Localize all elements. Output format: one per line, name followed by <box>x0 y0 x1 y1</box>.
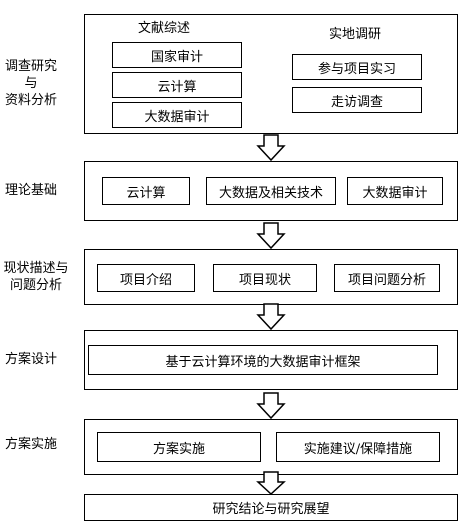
status-item-project-status: 项目现状 <box>213 264 317 292</box>
implementation-item-plan: 方案实施 <box>97 432 261 462</box>
label-line: 方案设计 <box>4 351 57 367</box>
stage-label-research: 调查研究 与 资料分析 <box>0 56 62 110</box>
label-line: 调查研究 <box>4 58 57 74</box>
literature-item-national-audit: 国家审计 <box>112 42 242 68</box>
label-line: 资料分析 <box>4 92 57 108</box>
literature-item-big-data-audit: 大数据审计 <box>112 102 242 128</box>
flow-arrow <box>256 222 286 250</box>
label-line: 方案实施 <box>4 436 57 452</box>
design-item-framework: 基于云计算环境的大数据审计框架 <box>88 345 438 375</box>
stage-label-status: 现状描述与 问题分析 <box>0 259 72 295</box>
label-line: 现状描述与 <box>3 261 69 276</box>
label-line: 问题分析 <box>9 278 62 293</box>
stage-label-theory: 理论基础 <box>0 180 62 200</box>
field-item-visit-survey: 走访调查 <box>292 87 422 113</box>
flow-arrow <box>256 303 286 331</box>
field-research-title: 实地调研 <box>329 27 382 42</box>
theory-item-cloud-computing: 云计算 <box>102 177 190 205</box>
flow-arrow <box>256 392 286 420</box>
conclusion-box: 研究结论与研究展望 <box>84 494 458 521</box>
stage-label-design: 方案设计 <box>0 349 62 369</box>
implementation-item-suggestions: 实施建议/保障措施 <box>276 432 440 462</box>
theory-item-big-data-audit: 大数据审计 <box>347 177 443 205</box>
status-item-problem-analysis: 项目问题分析 <box>334 264 440 292</box>
label-line: 理论基础 <box>4 182 57 198</box>
literature-item-cloud-computing: 云计算 <box>112 72 242 98</box>
flow-arrow <box>256 471 286 496</box>
theory-item-big-data-tech: 大数据及相关技术 <box>206 177 336 205</box>
flow-arrow <box>256 134 286 162</box>
status-item-project-intro: 项目介绍 <box>97 264 195 292</box>
stage-label-implementation: 方案实施 <box>0 434 62 454</box>
field-item-internship: 参与项目实习 <box>292 54 422 80</box>
literature-review-title: 文献综述 <box>138 21 191 36</box>
label-line: 与 <box>24 75 38 91</box>
